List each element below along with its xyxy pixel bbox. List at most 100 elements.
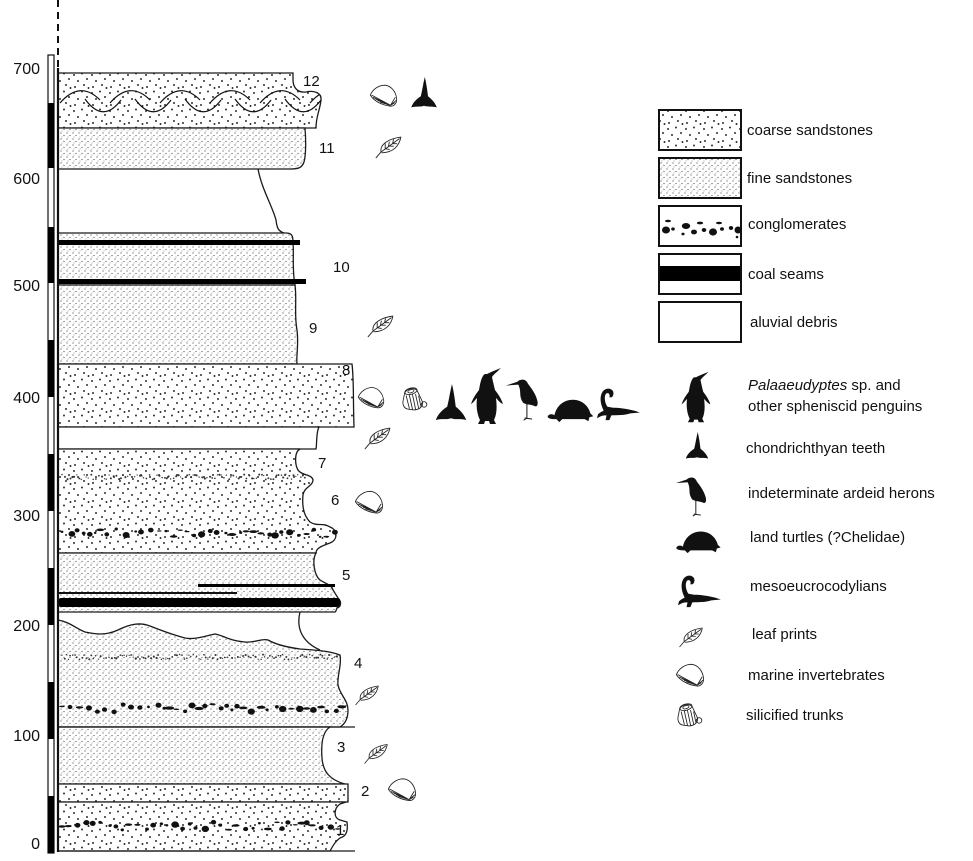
- dotted-horizon-grain: [190, 655, 192, 658]
- dotted-horizon-grain: [150, 657, 153, 660]
- legend-item-herons: indeterminate ardeid herons: [675, 476, 935, 517]
- dotted-horizon-grain: [119, 654, 122, 656]
- dotted-horizon-grain: [98, 474, 100, 477]
- conglomerate-pebble: [311, 527, 317, 532]
- coal-seam: [198, 584, 335, 587]
- conglomerate-pebble: [75, 706, 84, 709]
- lithology-legend: coarse sandstones fine sandstones conglo…: [658, 109, 873, 343]
- legend-label: chondrichthyan teeth: [746, 440, 885, 457]
- dotted-horizon-grain: [255, 477, 258, 479]
- legend-item-penguins: Palaaeudyptes sp. and other spheniscid p…: [681, 371, 922, 423]
- conglomerate-pebble: [296, 705, 304, 713]
- dotted-horizon-grain: [122, 474, 124, 477]
- dotted-horizon-grain: [306, 474, 309, 476]
- dotted-horizon-grain: [103, 478, 106, 480]
- dotted-horizon-grain: [165, 477, 168, 480]
- conglomerate-pebble: [147, 705, 150, 709]
- dotted-horizon-grain: [181, 477, 184, 480]
- dotted-horizon-grain: [228, 478, 231, 481]
- dotted-horizon-grain: [245, 477, 248, 480]
- cross-bedding-arc: [284, 98, 322, 113]
- tick-label: 400: [13, 390, 40, 407]
- dotted-horizon-grain: [151, 478, 154, 481]
- conglomerate-pebble: [234, 703, 240, 709]
- dotted-horizon-grain: [272, 478, 275, 481]
- conglomerate-pebble: [74, 822, 81, 828]
- conglomerate-pebble: [335, 828, 341, 830]
- conglomerate-pebble: [120, 828, 125, 832]
- dotted-horizon-grain: [81, 656, 84, 659]
- dotted-horizon-grain: [296, 656, 299, 659]
- dotted-horizon-grain: [184, 476, 186, 479]
- dotted-horizon-grain: [239, 656, 241, 658]
- dotted-horizon-grain: [207, 658, 209, 660]
- dotted-horizon-grain: [74, 654, 76, 656]
- dotted-horizon-grain: [263, 656, 266, 658]
- dotted-horizon-grain: [244, 654, 247, 656]
- dotted-horizon-grain: [228, 654, 231, 656]
- dotted-horizon-grain: [254, 655, 257, 658]
- dotted-horizon-grain: [270, 478, 272, 480]
- conglomerate-pebble: [68, 531, 76, 537]
- conglomerate-pebble: [256, 705, 266, 709]
- dotted-horizon-grain: [285, 655, 288, 658]
- legend-item-alluvial: aluvial debris: [658, 301, 838, 343]
- dotted-horizon-grain: [250, 656, 252, 659]
- layer-number: 1: [336, 822, 344, 839]
- legend-item-coal: coal seams: [658, 253, 824, 295]
- conglomerate-pebble: [279, 826, 285, 831]
- dotted-horizon-grain: [211, 657, 214, 660]
- dotted-horizon-grain: [103, 657, 105, 659]
- dotted-horizon-grain: [277, 654, 280, 657]
- conglomerate-pebble: [120, 702, 126, 707]
- shell-icon: [369, 84, 398, 107]
- leaf-icon: [364, 427, 391, 450]
- conglomerate-pebble: [87, 531, 93, 537]
- dotted-horizon-grain: [221, 657, 224, 659]
- conglomerate-pebble: [134, 823, 141, 826]
- conglomerate-pebble: [198, 531, 206, 538]
- dotted-horizon-grain: [235, 476, 238, 478]
- leaf-icon: [364, 744, 388, 764]
- conglomerate-pebble: [207, 528, 213, 534]
- crocodile-icon: [678, 575, 721, 608]
- layer-5-body: [57, 552, 342, 613]
- conglomerate-pebble: [327, 824, 334, 830]
- dotted-horizon-grain: [78, 477, 81, 480]
- dotted-horizon-grain: [129, 473, 131, 476]
- layer-number: 9: [309, 320, 317, 337]
- shark-tooth-icon: [411, 77, 437, 108]
- conglomerate-pebble: [310, 707, 317, 713]
- conglomerate-pebble: [148, 527, 154, 533]
- dotted-horizon-grain: [90, 473, 93, 476]
- conglomerate-pebble: [267, 532, 273, 537]
- dotted-horizon-grain: [230, 476, 232, 478]
- dotted-horizon-grain: [161, 476, 163, 479]
- dotted-horizon-grain: [88, 658, 91, 661]
- layer-number: 8: [342, 362, 350, 379]
- conglomerate-pebble: [173, 708, 180, 711]
- conglomerate-pebble: [332, 529, 338, 535]
- dotted-horizon-grain: [132, 656, 134, 658]
- layer-10: [57, 232, 306, 286]
- dotted-horizon-grain: [152, 655, 155, 658]
- leaf-icon: [367, 315, 394, 338]
- legend-item-leaf-prints: leaf prints: [679, 626, 817, 648]
- dotted-horizon-grain: [277, 474, 280, 476]
- dotted-horizon-grain: [257, 658, 259, 660]
- conglomerate-pebble: [64, 825, 72, 828]
- conglomerate-pebble: [111, 709, 117, 715]
- dotted-horizon-grain: [315, 656, 318, 659]
- conglomerate-pebble: [209, 703, 216, 706]
- conglomerate-pebble: [138, 529, 144, 535]
- conglomerate-pebble: [274, 705, 279, 709]
- dotted-horizon-grain: [203, 653, 205, 656]
- conglomerate-pebble: [171, 821, 179, 828]
- dotted-horizon-grain: [147, 655, 150, 658]
- conglomerate-pebble: [183, 709, 188, 714]
- conglomerate-pebble: [67, 704, 73, 710]
- scale-bar-segment: [48, 796, 54, 853]
- conglomerate-pebble: [202, 703, 208, 709]
- dotted-horizon-grain: [188, 654, 190, 656]
- scale-bar-segment: [48, 227, 54, 283]
